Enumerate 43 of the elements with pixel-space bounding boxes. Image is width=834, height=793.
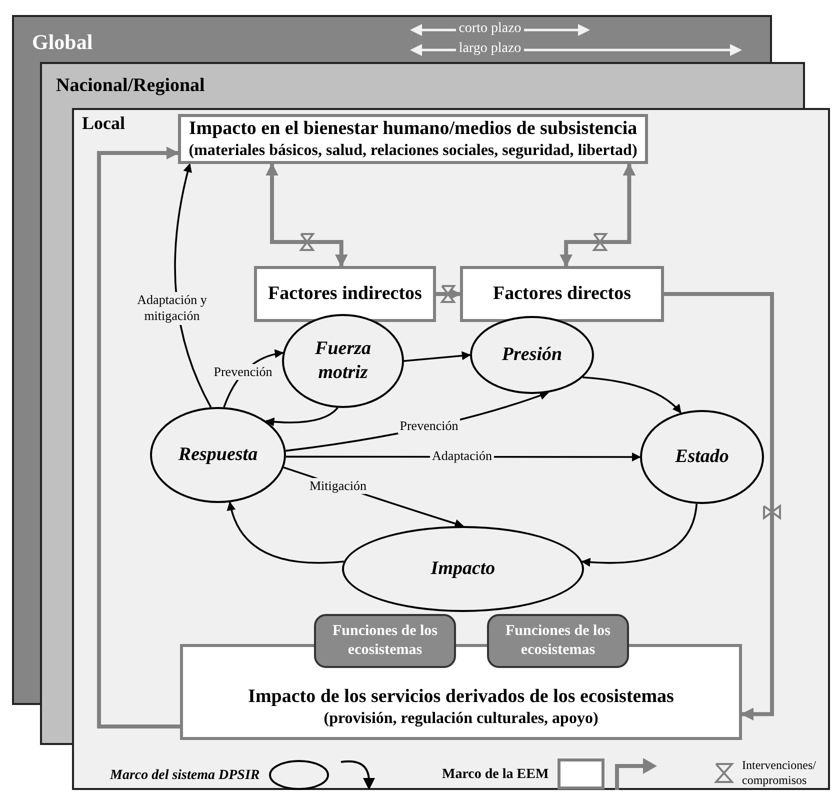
thick-arrow [436, 288, 462, 300]
curved-arrow [582, 376, 682, 414]
framework-box [460, 266, 664, 322]
thick-arrow [664, 292, 774, 720]
scale-panel [72, 108, 830, 790]
function-box [487, 614, 629, 668]
box-title: Factores indirectos [268, 282, 422, 306]
curved-arrow [227, 501, 344, 564]
thick-arrow [266, 162, 348, 268]
panel-title: Global [32, 29, 93, 56]
function-box [314, 614, 456, 668]
function-label: Funciones de los ecosistemas [331, 622, 438, 660]
edge-label: Prevención [212, 364, 274, 380]
ellipse-label: Impacto [430, 557, 496, 581]
edge-label: Mitigación [307, 478, 369, 494]
box-subtitle: (materiales básicos, salud, relaciones sociales, seguridad, libertad) [188, 140, 638, 161]
box-title: Factores directos [492, 282, 632, 306]
panel-title: Local [82, 112, 125, 134]
curved-arrow [581, 504, 698, 567]
legend-label: Intervenciones/ compromisos [742, 758, 817, 788]
framework-box [178, 114, 648, 164]
curved-arrow [404, 351, 471, 362]
ellipse-label: Presión [502, 343, 562, 367]
scale-panel [40, 62, 805, 108]
box-title: Impacto de los servicios derivados de los ecosistemas [248, 685, 674, 709]
curved-arrow [265, 407, 338, 426]
ellipse-label: Fuerza motriz [314, 337, 372, 385]
ellipse-label: Respuesta [178, 443, 258, 467]
time-scale-label: largo plazo [456, 40, 524, 58]
framework-box [254, 266, 436, 322]
time-scale-label: corto plazo [456, 20, 524, 38]
edge-label: Prevención [398, 418, 460, 434]
panel-title: Nacional/Regional [56, 74, 205, 98]
function-label: Funciones de los ecosistemas [504, 622, 612, 660]
box-subtitle: (provisión, regulación culturales, apoyo) [324, 709, 598, 729]
thick-arrow [97, 146, 180, 729]
legend-label: Marco de la EEM [442, 766, 549, 784]
legend-label: Marco del sistema DPSIR [110, 766, 260, 784]
ellipse-label: Estado [675, 445, 729, 469]
scale-panel [12, 15, 772, 62]
box-title: Impacto en el bienestar humano/medios de subsistencia [188, 117, 638, 141]
edge-label: Adaptación [430, 448, 494, 464]
thick-arrow [560, 162, 636, 268]
